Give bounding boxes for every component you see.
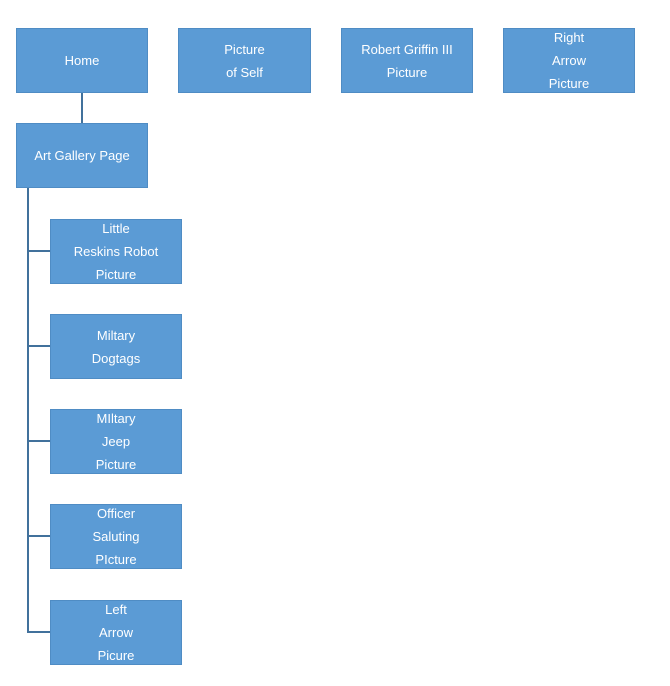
node-little-reskins-robot: Little Reskins Robot Picture: [50, 219, 182, 284]
node-left-arrow-line-3: Picure: [97, 648, 135, 663]
node-right-arrow: Right Arrow Picture: [503, 28, 635, 93]
node-right-arrow-line-2: Arrow: [552, 53, 586, 68]
connector-gallery-trunk: [27, 187, 29, 633]
node-art-gallery-page-line-1: Art Gallery Page: [34, 148, 130, 163]
node-little-reskins-robot-line-1: Little: [102, 221, 130, 236]
node-military-jeep: MIltary Jeep Picture: [50, 409, 182, 474]
node-home-line-1: Home: [64, 53, 100, 68]
node-miltary-dogtags: Miltary Dogtags: [50, 314, 182, 379]
node-art-gallery-page: Art Gallery Page: [16, 123, 148, 188]
node-robert-griffin: Robert Griffin III Picture: [341, 28, 473, 93]
connector-home-gallery: [81, 92, 83, 124]
node-military-jeep-line-1: MIltary: [96, 411, 136, 426]
node-robert-griffin-line-2: Picture: [386, 64, 428, 80]
node-robert-griffin-line-1: Robert Griffin III: [361, 41, 453, 57]
node-left-arrow-line-1: Left: [105, 602, 127, 617]
connector-branch-officer-saluting: [27, 535, 50, 537]
node-military-jeep-line-2: Jeep: [101, 434, 131, 449]
node-right-arrow-line-3: Picture: [548, 76, 590, 91]
node-left-arrow-line-2: Arrow: [99, 625, 133, 640]
node-little-reskins-robot-line-3: Picture: [95, 267, 137, 282]
node-officer-saluting: Officer Saluting PIcture: [50, 504, 182, 569]
node-home: Home: [16, 28, 148, 93]
connector-branch-miltary-dogtags: [27, 345, 50, 347]
node-picture-of-self-line-1: Picture: [224, 41, 265, 57]
node-little-reskins-robot-line-2: Reskins Robot: [73, 244, 159, 259]
node-picture-of-self: Picture of Self: [178, 28, 311, 93]
node-left-arrow: Left Arrow Picure: [50, 600, 182, 665]
node-military-jeep-line-3: Picture: [95, 457, 137, 472]
connector-branch-left-arrow: [27, 631, 50, 633]
node-miltary-dogtags-line-2: Dogtags: [91, 350, 141, 366]
node-miltary-dogtags-line-1: Miltary: [96, 327, 136, 343]
connector-branch-military-jeep: [27, 440, 50, 442]
node-officer-saluting-line-3: PIcture: [95, 552, 137, 567]
node-picture-of-self-line-2: of Self: [226, 64, 263, 80]
node-officer-saluting-line-1: Officer: [96, 506, 136, 521]
node-officer-saluting-line-2: Saluting: [92, 529, 140, 544]
node-right-arrow-line-1: Right: [553, 30, 585, 45]
connector-branch-little-reskins-robot: [27, 250, 50, 252]
